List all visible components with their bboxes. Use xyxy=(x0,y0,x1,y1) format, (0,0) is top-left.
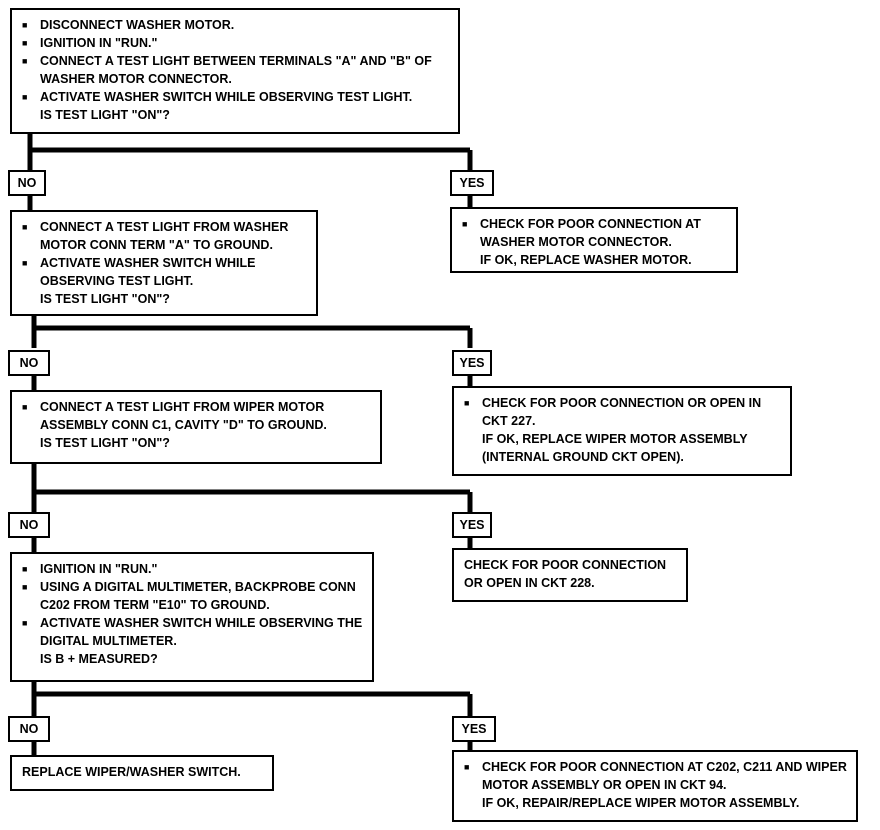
step2-yes-result: CHECK FOR POOR CONNECTION OR OPEN IN CKT… xyxy=(452,386,792,476)
step2-yes-tail: IF OK, REPLACE WIPER MOTOR ASSEMBLY (INT… xyxy=(482,432,748,464)
step1-item: IGNITION IN "RUN." xyxy=(22,34,450,52)
step1-item: ACTIVATE WASHER SWITCH WHILE OBSERVING T… xyxy=(22,88,450,106)
step2-yes-label: YES xyxy=(452,350,492,376)
step3-yes-label: YES xyxy=(452,512,492,538)
step1-item: DISCONNECT WASHER MOTOR. xyxy=(22,16,450,34)
step1-box: DISCONNECT WASHER MOTOR. IGNITION IN "RU… xyxy=(10,8,460,134)
step4-no-result: REPLACE WIPER/WASHER SWITCH. xyxy=(10,755,274,791)
step3-no-label: NO xyxy=(8,512,50,538)
step3-yes-text: CHECK FOR POOR CONNECTION OR OPEN IN CKT… xyxy=(464,558,667,590)
step4-item: ACTIVATE WASHER SWITCH WHILE OBSERVING T… xyxy=(22,614,364,650)
step3-yes-result: CHECK FOR POOR CONNECTION OR OPEN IN CKT… xyxy=(452,548,688,602)
step4-question: IS B + MEASURED? xyxy=(40,652,158,666)
step4-yes-item: CHECK FOR POOR CONNECTION AT C202, C211 … xyxy=(464,758,848,794)
step1-yes-label: YES xyxy=(450,170,494,196)
step1-item: CONNECT A TEST LIGHT BETWEEN TERMINALS "… xyxy=(22,52,450,88)
step2-question: IS TEST LIGHT "ON"? xyxy=(40,292,170,306)
step1-yes-tail: IF OK, REPLACE WASHER MOTOR. xyxy=(480,253,692,267)
step1-no-label: NO xyxy=(8,170,46,196)
step4-no-label: NO xyxy=(8,716,50,742)
step4-no-text: REPLACE WIPER/WASHER SWITCH. xyxy=(22,765,241,779)
step2-item: CONNECT A TEST LIGHT FROM WASHER MOTOR C… xyxy=(22,218,308,254)
step4-yes-tail: IF OK, REPAIR/REPLACE WIPER MOTOR ASSEMB… xyxy=(482,796,800,810)
step4-yes-label: YES xyxy=(452,716,496,742)
step3-question: IS TEST LIGHT "ON"? xyxy=(40,436,170,450)
step2-box: CONNECT A TEST LIGHT FROM WASHER MOTOR C… xyxy=(10,210,318,316)
step1-yes-result: CHECK FOR POOR CONNECTION AT WASHER MOTO… xyxy=(450,207,738,273)
step4-yes-result: CHECK FOR POOR CONNECTION AT C202, C211 … xyxy=(452,750,858,822)
step3-item: CONNECT A TEST LIGHT FROM WIPER MOTOR AS… xyxy=(22,398,372,434)
step3-box: CONNECT A TEST LIGHT FROM WIPER MOTOR AS… xyxy=(10,390,382,464)
step2-yes-item: CHECK FOR POOR CONNECTION OR OPEN IN CKT… xyxy=(464,394,782,430)
step4-item: USING A DIGITAL MULTIMETER, BACKPROBE CO… xyxy=(22,578,364,614)
step4-box: IGNITION IN "RUN." USING A DIGITAL MULTI… xyxy=(10,552,374,682)
step1-yes-item: CHECK FOR POOR CONNECTION AT WASHER MOTO… xyxy=(462,215,728,251)
step2-item: ACTIVATE WASHER SWITCH WHILE OBSERVING T… xyxy=(22,254,308,290)
step1-question: IS TEST LIGHT "ON"? xyxy=(40,108,170,122)
step2-no-label: NO xyxy=(8,350,50,376)
step4-item: IGNITION IN "RUN." xyxy=(22,560,364,578)
